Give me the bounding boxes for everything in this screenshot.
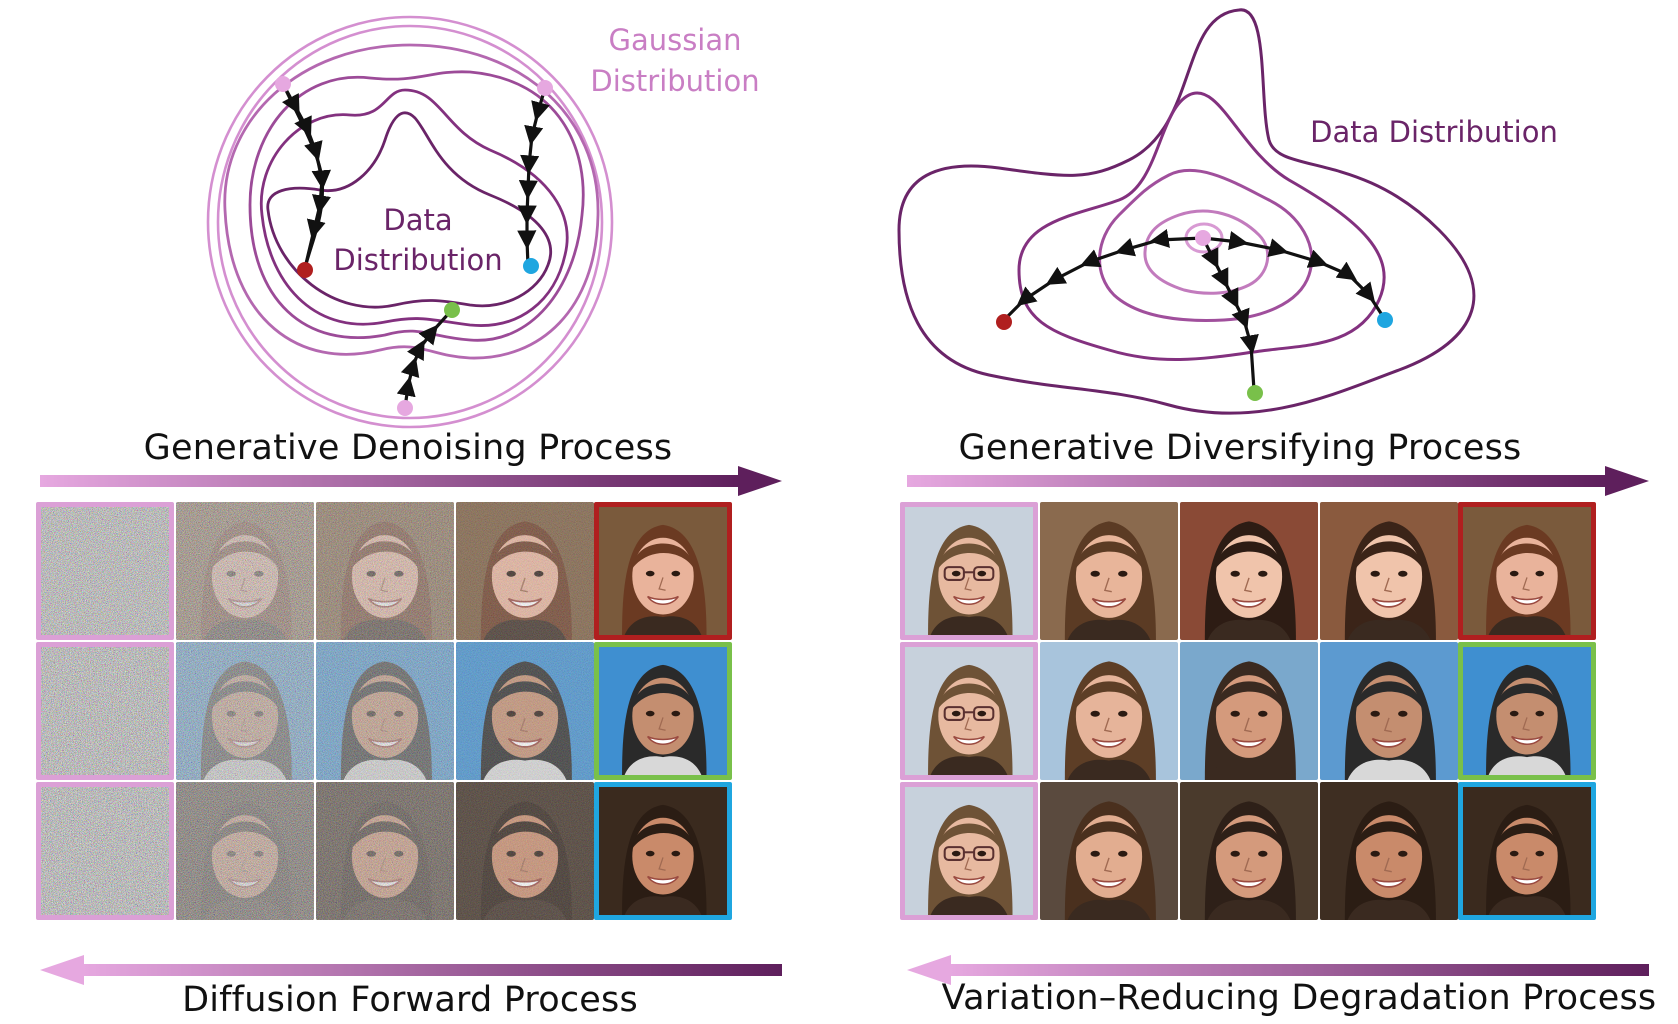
variation-reducing-title: Variation–Reducing Degradation Process: [941, 978, 1657, 1018]
face-image: [456, 502, 594, 640]
face-image: [1320, 782, 1458, 920]
right-grid-tile-r3-c5: [1458, 782, 1596, 920]
end-point-green: [1247, 385, 1263, 401]
gaussian-to-data-diagram: Gaussian Distribution Data Distribution: [206, 15, 760, 429]
left-grid-tile-r3-c1: [36, 782, 174, 920]
face-image: [316, 782, 454, 920]
face-image: [905, 507, 1033, 635]
face-image: [905, 787, 1033, 915]
data-contours: [897, 8, 1476, 415]
right-grid-tile-r3-c3: [1180, 782, 1318, 920]
face-image: [176, 502, 314, 640]
backward-arrow-bar-left: [40, 955, 782, 985]
forward-arrow-bar-left: [40, 466, 782, 496]
face-image: [599, 507, 727, 635]
forward-arrow-bar-right: [907, 466, 1649, 496]
start-point-pink-3: [397, 400, 413, 416]
left-image-grid: [36, 502, 786, 948]
face-image: [1463, 647, 1591, 775]
left-grid-tile-r1-c4: [456, 502, 594, 640]
left-panel: Gaussian Distribution Data Distribution …: [36, 15, 786, 1020]
right-grid-tile-r3-c4: [1320, 782, 1458, 920]
face-image: [41, 787, 169, 915]
end-point-green: [444, 302, 460, 318]
face-image: [1180, 782, 1318, 920]
face-image: [599, 787, 727, 915]
face-image: [1040, 642, 1178, 780]
right-grid-tile-r1-c3: [1180, 502, 1318, 640]
left-grid-tile-r1-c3: [316, 502, 454, 640]
face-image: [1180, 642, 1318, 780]
data-label-line2: Distribution: [333, 243, 502, 277]
denoising-trajectories: [281, 83, 550, 409]
right-grid-tile-r1-c5: [1458, 502, 1596, 640]
left-grid-tile-r1-c2: [176, 502, 314, 640]
gaussian-label-line2: Distribution: [590, 64, 759, 98]
end-point-red: [996, 314, 1012, 330]
face-image: [1463, 787, 1591, 915]
face-image: [316, 502, 454, 640]
start-point-pink-1: [275, 76, 291, 92]
right-grid-tile-r2-c5: [1458, 642, 1596, 780]
face-image: [1180, 502, 1318, 640]
face-image: [176, 782, 314, 920]
left-grid-tile-r2-c2: [176, 642, 314, 780]
left-grid-tile-r1-c5: [594, 502, 732, 640]
face-image: [41, 647, 169, 775]
left-grid-tile-r2-c1: [36, 642, 174, 780]
data-distribution-label: Data Distribution: [1310, 115, 1558, 149]
right-grid-tile-r3-c1: [900, 782, 1038, 920]
face-image: [905, 647, 1033, 775]
face-image: [41, 507, 169, 635]
face-image: [1040, 502, 1178, 640]
face-image: [456, 642, 594, 780]
right-grid-tile-r2-c3: [1180, 642, 1318, 780]
right-panel: Data Distribution Generative Diversifyin…: [839, 0, 1678, 1024]
right-grid-tile-r1-c4: [1320, 502, 1458, 640]
gaussian-label-line1: Gaussian: [608, 23, 741, 57]
face-image: [599, 647, 727, 775]
backward-arrow-bar-right: [907, 955, 1649, 985]
face-image: [1040, 782, 1178, 920]
left-grid-tile-r2-c5: [594, 642, 732, 780]
diffusion-forward-title: Diffusion Forward Process: [182, 980, 638, 1020]
start-point-pink-2: [537, 80, 553, 96]
right-grid-tile-r3-c2: [1040, 782, 1178, 920]
face-image: [1320, 642, 1458, 780]
left-grid-tile-r3-c2: [176, 782, 314, 920]
left-grid-tile-r2-c3: [316, 642, 454, 780]
face-image: [316, 642, 454, 780]
left-grid-tile-r1-c1: [36, 502, 174, 640]
face-image: [456, 782, 594, 920]
right-grid-tile-r2-c4: [1320, 642, 1458, 780]
right-image-grid: [900, 502, 1650, 948]
left-grid-tile-r3-c4: [456, 782, 594, 920]
face-image: [176, 642, 314, 780]
right-grid-tile-r2-c1: [900, 642, 1038, 780]
left-grid-tile-r3-c5: [594, 782, 732, 920]
data-label-line1: Data: [383, 203, 452, 237]
end-point-red: [297, 262, 313, 278]
diversifying-trajectories: [1002, 228, 1386, 391]
gaussian-contours: [206, 15, 614, 429]
right-grid-tile-r2-c2: [1040, 642, 1178, 780]
left-grid-tile-r2-c4: [456, 642, 594, 780]
end-point-blue: [1377, 312, 1393, 328]
face-image: [1320, 502, 1458, 640]
right-grid-tile-r1-c1: [900, 502, 1038, 640]
left-grid-tile-r3-c3: [316, 782, 454, 920]
right-grid-tile-r1-c2: [1040, 502, 1178, 640]
data-to-point-diagram: Data Distribution: [897, 8, 1558, 415]
generative-diversifying-title: Generative Diversifying Process: [958, 428, 1522, 468]
face-image: [1463, 507, 1591, 635]
generative-denoising-title: Generative Denoising Process: [143, 428, 673, 468]
end-point-blue: [523, 258, 539, 274]
center-point-pink: [1195, 230, 1211, 246]
